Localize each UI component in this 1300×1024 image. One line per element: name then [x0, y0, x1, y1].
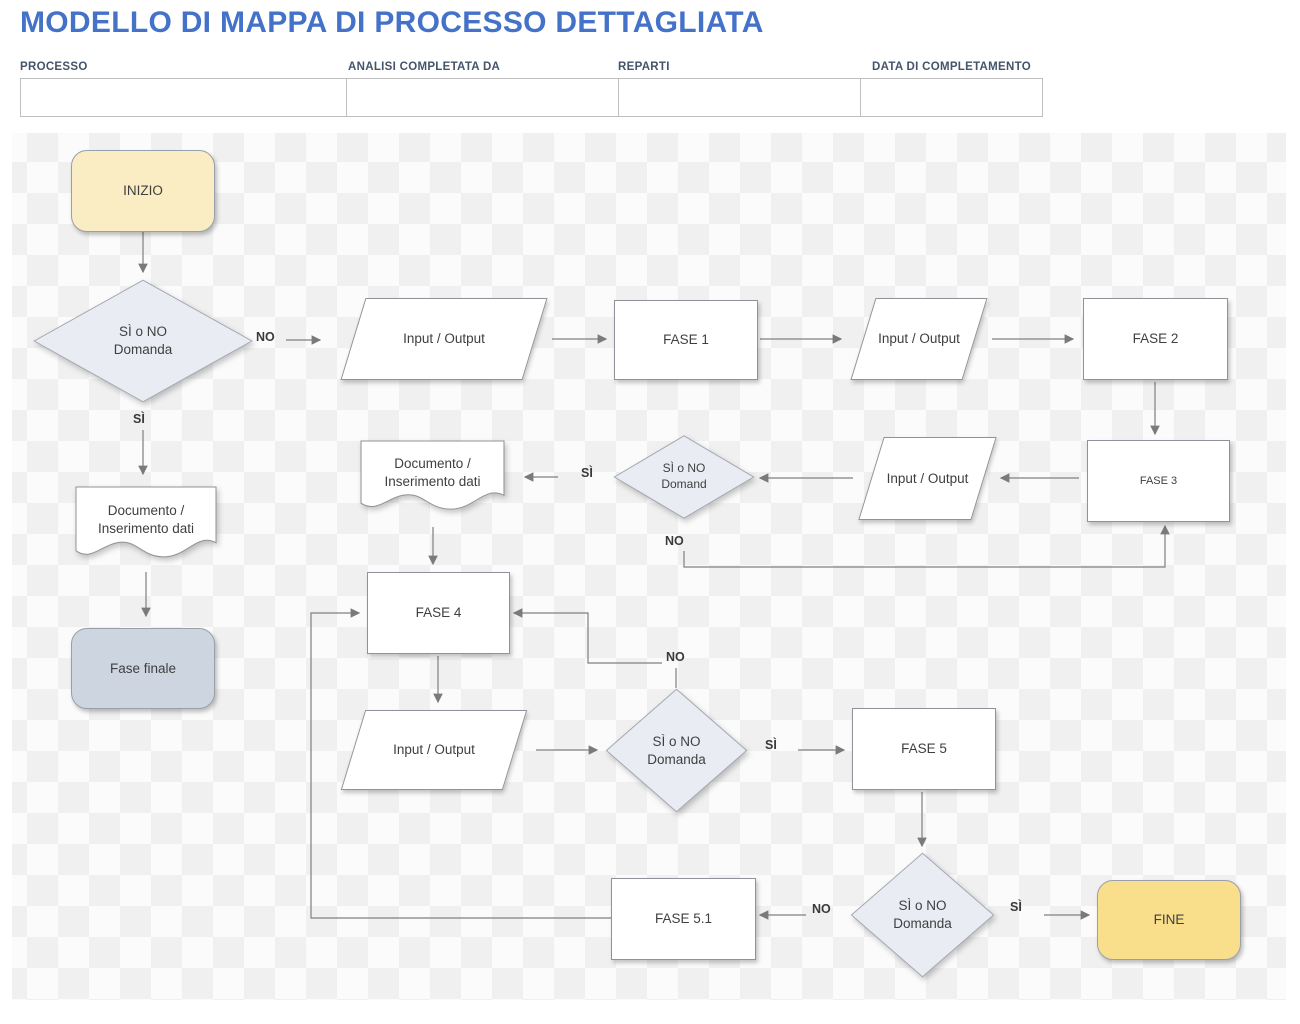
analisi-completata-da-input-cell[interactable] [347, 79, 619, 116]
node-input-output-1: Input / Output [340, 298, 548, 380]
node-decision-1: SÌ o NO Domanda [32, 279, 254, 403]
field-label-reparti: REPARTI [618, 61, 670, 73]
reparti-input-cell[interactable] [618, 79, 862, 116]
diamond-shape [850, 852, 995, 978]
node-input-output-3: Input / Output [858, 437, 997, 520]
node-fase-4: FASE 4 [367, 572, 510, 654]
edge-label-si-2: SÌ [581, 466, 593, 480]
node-decision-3: SÌ o NO Domanda [605, 688, 748, 813]
node-inizio: INIZIO [71, 150, 215, 232]
node-fase-1: FASE 1 [614, 300, 758, 380]
edge-label-si-3: SÌ [765, 738, 777, 752]
edge-label-si-4: SÌ [1010, 900, 1022, 914]
edge-label-no-1: NO [256, 330, 275, 344]
diamond-shape [613, 435, 755, 519]
node-input-output-2: Input / Output [850, 298, 988, 380]
node-documento-2: Documento / Inserimento dati [360, 440, 505, 517]
edge-label-no-3: NO [666, 650, 685, 664]
node-fase-3: FASE 3 [1087, 440, 1230, 522]
node-documento-1: Documento / Inserimento dati [75, 486, 217, 565]
node-decision-2: SÌ o NO Domand [613, 435, 755, 519]
header-fields-table [20, 78, 1043, 117]
page-title: MODELLO DI MAPPA DI PROCESSO DETTAGLIATA [20, 6, 764, 39]
node-fine: FINE [1097, 880, 1241, 960]
edge-label-si-1: SÌ [133, 412, 145, 426]
processo-input-cell[interactable] [21, 79, 348, 116]
diamond-shape [605, 688, 748, 813]
field-label-data: DATA DI COMPLETAMENTO [872, 61, 1031, 73]
data-completamento-input-cell[interactable] [861, 79, 1042, 116]
node-fase-2: FASE 2 [1083, 298, 1228, 380]
edge-label-no-4: NO [812, 902, 831, 916]
node-fase-5-1: FASE 5.1 [611, 878, 756, 960]
field-label-processo: PROCESSO [20, 61, 88, 73]
flowchart-canvas [12, 133, 1286, 1000]
node-input-output-4: Input / Output [340, 710, 528, 790]
node-fase-finale: Fase finale [71, 628, 215, 709]
field-label-analisi: ANALISI COMPLETATA DA [348, 61, 501, 73]
diamond-shape [32, 279, 254, 403]
node-fase-5: FASE 5 [852, 708, 996, 790]
edge-label-no-2: NO [665, 534, 684, 548]
document-shape [75, 486, 217, 558]
node-decision-4: SÌ o NO Domanda [850, 852, 995, 978]
document-shape [360, 440, 505, 510]
